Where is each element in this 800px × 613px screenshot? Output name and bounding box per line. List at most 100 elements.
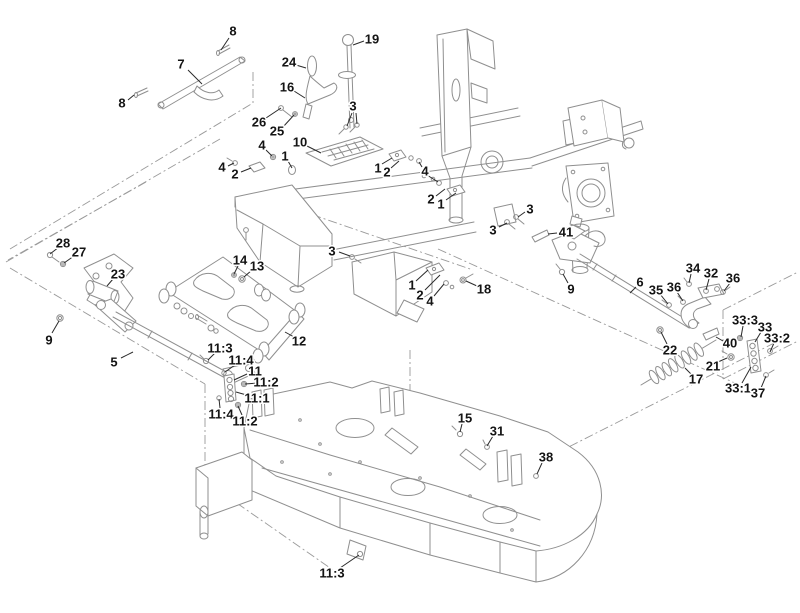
callout-label: 1 <box>437 197 444 212</box>
callout-3[interactable]: 3 <box>327 242 351 260</box>
callout-leader-line <box>293 90 306 99</box>
callout-label: 9 <box>567 282 574 297</box>
callout-13[interactable]: 13 <box>243 257 266 278</box>
callout-3[interactable]: 3 <box>346 97 358 127</box>
callout-label: 31 <box>490 424 504 439</box>
callout-12[interactable]: 12 <box>284 331 308 350</box>
callout-leader-line <box>218 398 221 409</box>
callout-14[interactable]: 14 <box>231 251 249 275</box>
callout-27[interactable]: 27 <box>63 243 88 264</box>
callout-6[interactable]: 6 <box>629 273 645 294</box>
callout-9[interactable]: 9 <box>562 273 576 298</box>
callout-25[interactable]: 25 <box>268 114 295 140</box>
callout-label: 34 <box>686 261 701 276</box>
callout-11-2[interactable]: 11:2 <box>244 373 280 391</box>
callout-1[interactable]: 1 <box>373 157 393 177</box>
lever-grip-24 <box>307 55 317 77</box>
callout-24[interactable]: 24 <box>280 53 307 71</box>
callout-leader-line <box>660 331 668 345</box>
callout-leader-line <box>227 162 235 167</box>
callout-label: 11:4 <box>208 407 234 422</box>
callout-leader-line <box>676 291 684 302</box>
callout-31[interactable]: 31 <box>486 422 506 447</box>
callout-37[interactable]: 37 <box>749 375 767 402</box>
callout-leader-line <box>381 157 393 165</box>
callout-28[interactable]: 28 <box>49 234 72 255</box>
callout-41[interactable]: 41 <box>547 223 575 241</box>
callout-1[interactable]: 1 <box>407 269 429 294</box>
callout-8[interactable]: 8 <box>117 94 135 112</box>
callout-34[interactable]: 34 <box>684 259 702 284</box>
rod-19 <box>338 34 356 129</box>
callout-5[interactable]: 5 <box>109 351 134 371</box>
link-33 <box>746 338 762 374</box>
callout-11[interactable]: 11 <box>233 362 263 381</box>
callout-leader-line <box>717 357 728 363</box>
callout-11-3[interactable]: 11:3 <box>318 554 360 582</box>
lift-arm-12 <box>158 256 306 364</box>
callout-label: 26 <box>252 115 266 130</box>
callout-leader-line <box>418 161 423 168</box>
callout-15[interactable]: 15 <box>456 409 474 433</box>
callout-21[interactable]: 21 <box>704 357 728 375</box>
callout-label: 25 <box>270 124 284 139</box>
callout-33[interactable]: 33 <box>754 318 774 343</box>
callout-2[interactable]: 2 <box>415 274 441 304</box>
callout-2[interactable]: 2 <box>426 188 446 208</box>
callout-leader-line <box>424 274 441 291</box>
callout-leader-line <box>265 149 273 157</box>
callout-3[interactable]: 3 <box>517 200 535 218</box>
callout-36[interactable]: 36 <box>723 269 742 292</box>
callout-leader-line <box>435 188 446 197</box>
callout-label: 11:1 <box>244 391 269 406</box>
callout-1[interactable]: 1 <box>436 192 457 213</box>
callout-10[interactable]: 10 <box>291 133 322 154</box>
callout-38[interactable]: 38 <box>536 448 555 475</box>
callout-18[interactable]: 18 <box>465 280 493 298</box>
callout-2[interactable]: 2 <box>230 165 252 183</box>
pin-8-left <box>134 87 149 98</box>
callout-leader-line <box>207 352 216 361</box>
callout-4[interactable]: 4 <box>425 283 445 310</box>
callout-23[interactable]: 23 <box>106 265 127 287</box>
callout-leader-line <box>741 366 752 384</box>
bracket-32 <box>697 283 725 299</box>
callout-17[interactable]: 17 <box>684 367 705 388</box>
callout-26[interactable]: 26 <box>250 107 282 131</box>
callout-leader-line <box>51 320 60 334</box>
callout-19[interactable]: 19 <box>352 30 381 48</box>
callout-8[interactable]: 8 <box>220 22 238 51</box>
callout-40[interactable]: 40 <box>715 334 739 352</box>
callout-36[interactable]: 36 <box>665 278 684 302</box>
callout-label: 11 <box>248 364 262 379</box>
callout-leader-line <box>106 278 114 287</box>
callout-label: 4 <box>218 160 226 175</box>
callout-1[interactable]: 1 <box>280 147 293 169</box>
callout-11-1[interactable]: 11:1 <box>235 389 271 407</box>
callout-leader-line <box>715 336 724 342</box>
callout-label: 11:2 <box>232 414 257 429</box>
callout-11-4[interactable]: 11:4 <box>207 398 236 423</box>
callout-2[interactable]: 2 <box>382 160 400 181</box>
callout-33-1[interactable]: 33:1 <box>723 366 753 397</box>
callout-4[interactable]: 4 <box>217 158 235 176</box>
callout-leader-line <box>415 269 429 282</box>
callout-4[interactable]: 4 <box>257 136 273 157</box>
callout-4[interactable]: 4 <box>418 161 439 183</box>
callout-11-2[interactable]: 11:2 <box>231 405 259 430</box>
callout-33-2[interactable]: 33:2 <box>762 329 792 353</box>
lift-rod-6 <box>576 253 712 329</box>
callout-9[interactable]: 9 <box>44 320 60 349</box>
callout-7[interactable]: 7 <box>176 55 203 85</box>
callout-33-3[interactable]: 33:3 <box>730 311 760 338</box>
callout-3[interactable]: 3 <box>488 221 508 239</box>
callout-16[interactable]: 16 <box>278 78 306 99</box>
callout-35[interactable]: 35 <box>647 281 669 305</box>
callout-32[interactable]: 32 <box>702 264 720 291</box>
callout-leader-line <box>220 37 230 51</box>
callout-22[interactable]: 22 <box>660 331 679 359</box>
callout-11-4[interactable]: 11:4 <box>224 351 256 373</box>
callout-11-3[interactable]: 11:3 <box>206 339 234 361</box>
callout-label: 12 <box>292 334 306 349</box>
